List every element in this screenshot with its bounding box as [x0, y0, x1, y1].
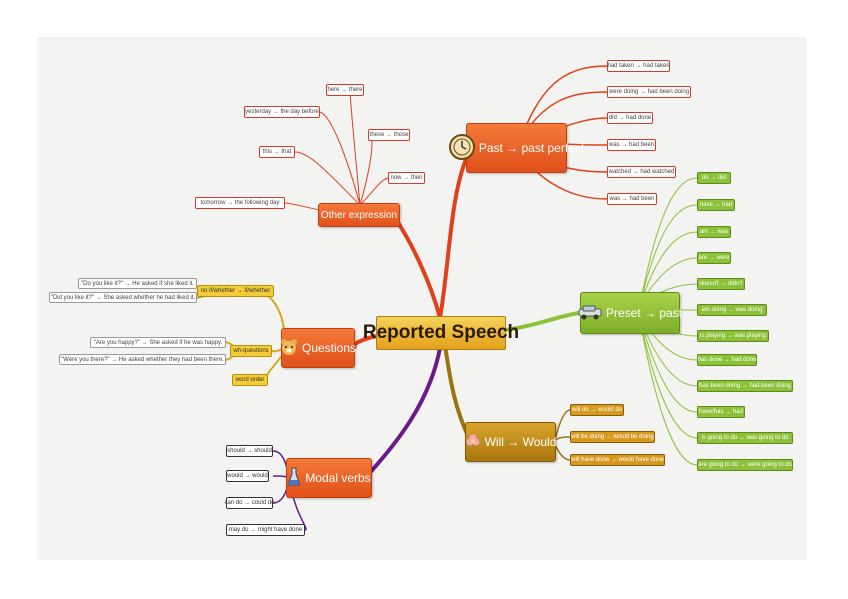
will-item-1[interactable]: will do → would do [570, 404, 624, 416]
other-item-4[interactable]: this → that [259, 146, 295, 158]
modal-item-2[interactable]: would → would [226, 470, 269, 482]
present-item-10[interactable]: have/has → had [697, 406, 745, 418]
central-topic-label: Reported Speech [362, 322, 520, 343]
other-item-3[interactable]: these → those [368, 129, 410, 141]
will-node-label: Will → Would [484, 435, 557, 449]
other-item-6[interactable]: tomorrow → the following day [195, 197, 285, 209]
present-item-9[interactable]: has been doing → had been doing [697, 380, 793, 392]
present-item-1[interactable]: do → did [697, 172, 731, 184]
questions-branch-a[interactable]: no if/whether → if/whether [197, 285, 274, 297]
other-item-5[interactable]: now → then [388, 172, 425, 184]
central-topic[interactable]: Reported Speech [363, 316, 519, 350]
questions-item-a1[interactable]: "Do you like it?" → He asked if she like… [78, 278, 197, 289]
past-item-6[interactable]: was → had been [607, 193, 657, 205]
bear-icon [280, 338, 298, 359]
questions-item-b2[interactable]: "Were you there?" → He asked whether the… [59, 354, 226, 365]
past-item-1[interactable]: had taken → had taken [607, 60, 670, 72]
questions-node[interactable]: Questions [280, 328, 357, 368]
past-item-4[interactable]: was → had been [607, 139, 656, 151]
flask-icon [287, 467, 302, 490]
present-item-12[interactable]: are going to do → were going to do [697, 459, 793, 471]
present-node-label: Preset → past [605, 306, 683, 320]
past-node-label: Past → past perfect [478, 141, 585, 155]
other-item-1[interactable]: here → there [326, 84, 364, 96]
past-node[interactable]: Past → past perfect [448, 123, 584, 173]
car-icon [578, 304, 602, 323]
present-item-6[interactable]: am doing → was doing [697, 304, 767, 316]
modal-item-1[interactable]: should → should [226, 445, 273, 457]
questions-node-label: Questions [301, 341, 357, 355]
will-item-3[interactable]: will have done → would have done [570, 454, 665, 466]
present-item-11[interactable]: is going to do → was going to do [697, 432, 793, 444]
present-item-3[interactable]: am → was [697, 226, 731, 238]
past-item-3[interactable]: did → had done [607, 112, 653, 124]
questions-branch-c[interactable]: word order [232, 374, 268, 386]
other-expression-label: Other expression [320, 209, 398, 221]
present-item-8[interactable]: has done → had done [697, 354, 757, 366]
modal-node[interactable]: Modal verbs [286, 458, 372, 498]
present-item-2[interactable]: have → had [697, 199, 735, 211]
clock-icon [448, 133, 475, 163]
questions-item-b1[interactable]: "Are you happy?" → She asked if he was h… [90, 337, 226, 348]
present-node[interactable]: Preset → past [578, 292, 683, 334]
flower-icon [465, 433, 481, 452]
modal-item-3[interactable]: can do → could do [224, 497, 275, 509]
past-item-5[interactable]: watched → had watched [607, 166, 676, 178]
other-expression-node[interactable]: Other expression [318, 203, 400, 227]
questions-item-a2[interactable]: "Did you like it?" → She asked whether h… [49, 292, 197, 303]
questions-branch-b[interactable]: wh-questions [230, 345, 272, 357]
present-item-7[interactable]: is playing → was playing [697, 330, 769, 342]
modal-item-4[interactable]: may do → might have done [226, 524, 305, 536]
other-item-2[interactable]: yesterday → the day before [244, 106, 320, 118]
past-item-2[interactable]: were doing → had been doing [607, 86, 691, 98]
present-item-4[interactable]: are → were [697, 252, 731, 264]
will-node[interactable]: Will → Would [465, 422, 556, 462]
will-item-2[interactable]: will be doing → would be doing [570, 431, 655, 443]
modal-node-label: Modal verbs [305, 471, 371, 485]
present-item-5[interactable]: doesn't → didn't [697, 278, 745, 290]
